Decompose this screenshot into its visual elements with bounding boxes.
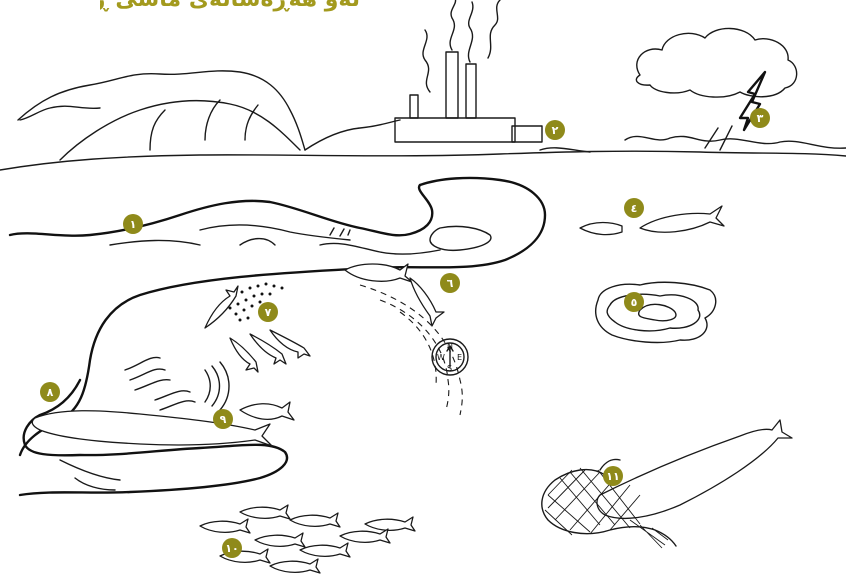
marker-9-label: ٩	[220, 413, 227, 426]
marker-3-label: ٣	[757, 112, 764, 125]
marker-6-label: ٦	[447, 277, 454, 290]
marker-10-label: ١٠	[225, 542, 238, 555]
fish-pair	[580, 206, 724, 235]
marker-8-label: ٨	[47, 386, 54, 399]
marker-9: ٩	[213, 409, 233, 429]
compass: N S E W	[432, 339, 468, 375]
marker-4-label: ٤	[631, 202, 638, 215]
marker-3: ٣	[750, 108, 770, 128]
hills	[0, 71, 846, 170]
spawning-fish	[205, 283, 310, 373]
storm-cloud	[625, 28, 846, 150]
marker-5: ٥	[624, 292, 644, 312]
marker-7: ٧	[258, 302, 278, 322]
polluted-patch	[596, 282, 716, 342]
large-fish	[32, 411, 272, 446]
marker-11-label: ١١	[606, 470, 619, 483]
marker-1: ١	[123, 214, 143, 234]
fishing-net	[542, 420, 792, 548]
marker-8: ٨	[40, 382, 60, 402]
compass-n: N	[447, 342, 453, 351]
marker-10: ١٠	[222, 538, 242, 558]
marker-2-label: ٢	[552, 124, 559, 137]
marker-11: ١١	[603, 466, 623, 486]
marker-4: ٤	[624, 198, 644, 218]
marker-1-label: ١	[130, 218, 137, 231]
marker-6: ٦	[440, 273, 460, 293]
marker-7-label: ٧	[265, 306, 272, 319]
sonar-waves-fish	[125, 357, 294, 420]
marker-5-label: ٥	[631, 296, 638, 309]
compass-e: E	[457, 353, 462, 362]
marker-2: ٢	[545, 120, 565, 140]
compass-w: W	[437, 353, 445, 362]
compass-s: S	[447, 364, 452, 373]
